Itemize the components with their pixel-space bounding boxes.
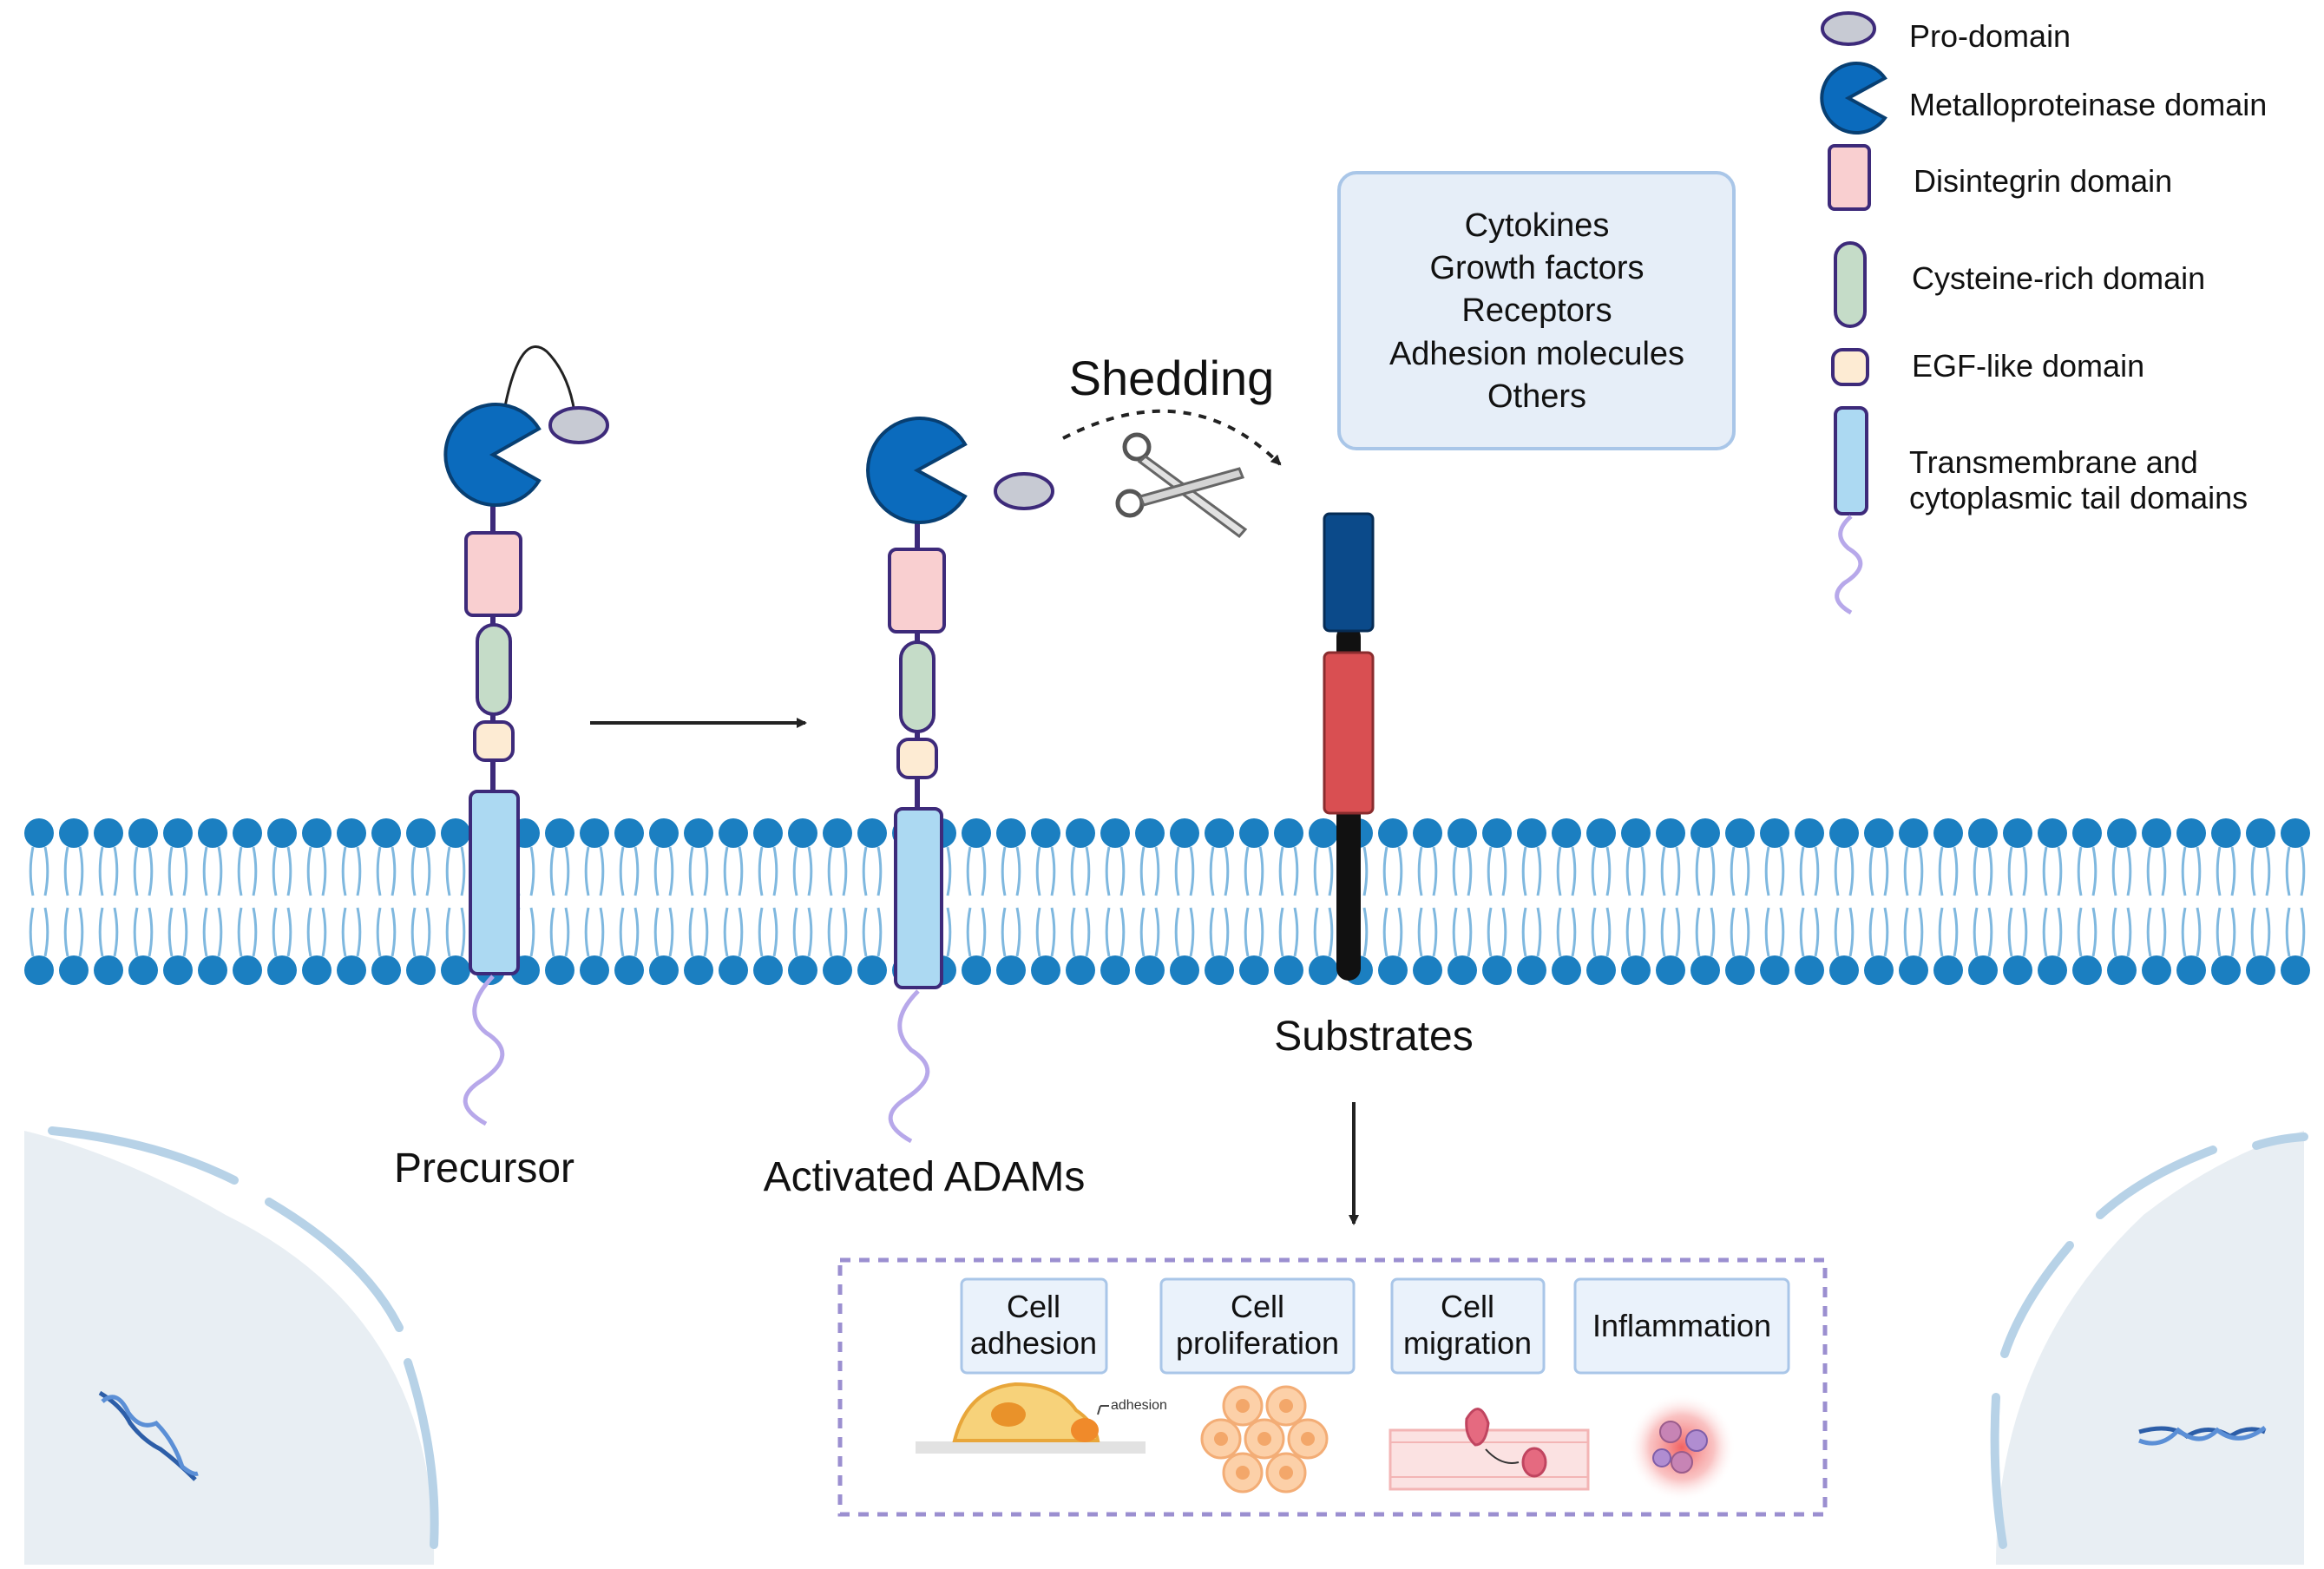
outcome-inflammation-box xyxy=(1573,1277,1790,1375)
outcome-2-line-1: Cell xyxy=(1231,1289,1284,1324)
dna-icon xyxy=(98,1390,199,1481)
transmembrane-capsule xyxy=(894,807,943,989)
legend-egf: EGF-like domain xyxy=(1912,348,2144,384)
outcomes-panel: Cell adhesion Cell proliferation Cell mi… xyxy=(837,1257,1828,1517)
egf-like-square-icon xyxy=(1831,348,1869,386)
substrate-line-3: Receptors xyxy=(1461,292,1612,329)
adhered-cell-icon: adhesion xyxy=(916,1382,1167,1454)
outcome-3-line-2: migration xyxy=(1403,1325,1532,1361)
disintegrin-rect xyxy=(888,548,946,634)
outcome-cell-adhesion-box xyxy=(960,1277,1108,1375)
outcome-cell-proliferation-box xyxy=(1159,1277,1356,1375)
outcome-3-line-1: Cell xyxy=(1441,1289,1494,1324)
outcome-4-line-1: Inflammation xyxy=(1592,1308,1771,1343)
adhesion-annotation: adhesion xyxy=(1111,1398,1167,1413)
inflamed-cells-icon xyxy=(1628,1394,1736,1501)
shedding-label: Shedding xyxy=(1069,351,1275,405)
disintegrin-rect-icon xyxy=(1828,144,1871,211)
right-cell xyxy=(1990,1131,2308,1565)
transmembrane-capsule-icon xyxy=(1834,406,1868,515)
pro-domain-ellipse xyxy=(548,406,609,444)
activated-label: Activated ADAMs xyxy=(764,1154,1086,1200)
left-cell xyxy=(24,1126,439,1565)
outcome-cell-migration-box xyxy=(1390,1277,1546,1375)
substrate-red-segment xyxy=(1323,651,1375,815)
substrate-line-4: Adhesion molecules xyxy=(1389,336,1684,372)
dna-icon xyxy=(2138,1425,2267,1446)
substrate-line-1: Cytokines xyxy=(1465,207,1610,244)
metalloproteinase-pacman-icon xyxy=(1820,62,1887,135)
substrate-blue-segment xyxy=(1323,512,1375,633)
pro-domain-ellipse xyxy=(994,472,1054,510)
legend-metalloproteinase: Metalloproteinase domain xyxy=(1909,87,2267,122)
substrate-line-5: Others xyxy=(1487,378,1586,415)
outcome-2-line-2: proliferation xyxy=(1176,1325,1339,1361)
activated-adam xyxy=(866,417,1054,1144)
legend: Pro-domain Metalloproteinase domain Disi… xyxy=(1820,11,2267,615)
cell-membrane xyxy=(24,818,2310,985)
legend-transmembrane-1: Transmembrane and xyxy=(1909,444,2198,480)
scissors-icon xyxy=(1115,432,1248,539)
egf-like-square xyxy=(896,738,938,779)
cell-cluster-icon xyxy=(1200,1385,1329,1494)
disintegrin-rect xyxy=(464,531,522,617)
legend-cysteine: Cysteine-rich domain xyxy=(1912,260,2205,296)
substrate-protein xyxy=(1323,512,1375,981)
metalloproteinase-pacman xyxy=(443,403,542,507)
substrate-box: Cytokines Growth factors Receptors Adhes… xyxy=(1337,171,1736,450)
outcome-1-line-2: adhesion xyxy=(970,1325,1097,1361)
substrates-label: Substrates xyxy=(1274,1014,1473,1060)
cysteine-rich-capsule xyxy=(476,623,512,716)
shedding-arrow xyxy=(1062,409,1282,466)
cysteine-rich-capsule-icon xyxy=(1834,241,1867,328)
outcome-1-line-1: Cell xyxy=(1007,1289,1060,1324)
legend-disintegrin: Disintegrin domain xyxy=(1914,163,2172,199)
migrating-cell-vessel-icon xyxy=(1388,1408,1590,1491)
cysteine-rich-capsule xyxy=(899,640,936,733)
substrate-line-2: Growth factors xyxy=(1429,250,1644,286)
cytoplasmic-tail-icon xyxy=(1835,515,1863,615)
precursor-label: Precursor xyxy=(394,1146,574,1192)
legend-transmembrane-2: cytoplasmic tail domains xyxy=(1909,480,2248,515)
metalloproteinase-pacman xyxy=(866,417,968,524)
legend-pro-domain: Pro-domain xyxy=(1909,18,2071,54)
precursor-adam xyxy=(443,345,609,1126)
pro-domain-ellipse-icon xyxy=(1821,11,1876,46)
transmembrane-capsule xyxy=(469,790,520,975)
egf-like-square xyxy=(473,720,515,762)
